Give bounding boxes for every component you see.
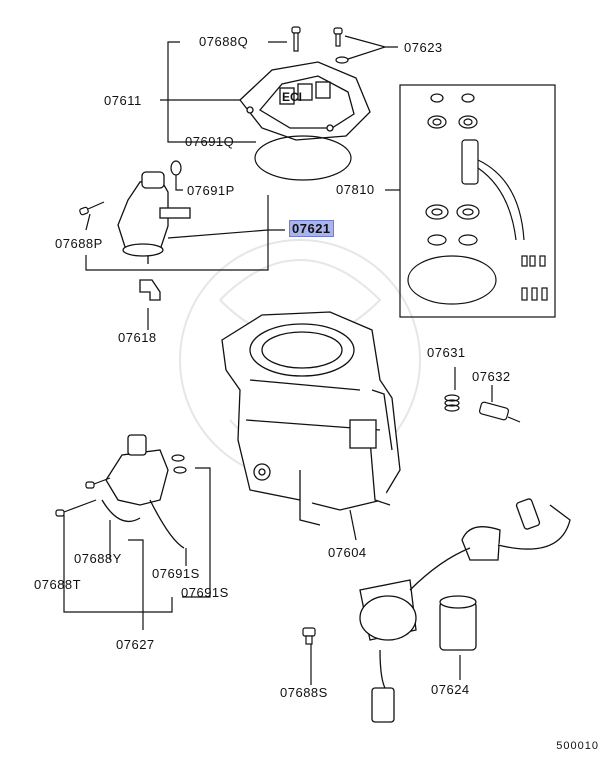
callout-07631: 07631 — [427, 345, 466, 360]
callout-07688t: 07688T — [34, 577, 82, 592]
harness-07624 — [359, 498, 571, 723]
callout-07688s: 07688S — [280, 685, 328, 700]
callout-07691q: 07691Q — [185, 134, 235, 149]
oring-07691p — [170, 160, 182, 176]
eci-cover-07611: ECI — [239, 61, 371, 141]
callout-07691s-b: 07691S — [181, 585, 229, 600]
screw-07688q — [291, 26, 301, 52]
regulator-07621 — [117, 171, 191, 264]
callout-07691p: 07691P — [187, 183, 235, 198]
seal-kit-frame — [399, 84, 556, 318]
throttle-body-07604 — [221, 311, 401, 526]
callout-07611: 07611 — [104, 93, 142, 108]
seal-kit-07810 — [407, 93, 548, 305]
callout-07621[interactable]: 07621 — [289, 220, 334, 237]
callout-07688y: 07688Y — [74, 551, 122, 566]
callout-07691s-a: 07691S — [152, 566, 200, 581]
callout-07604: 07604 — [328, 545, 367, 560]
isc-valve-07627 — [101, 434, 185, 549]
screw-07688s — [302, 627, 316, 645]
cover-letter-e: ECI — [282, 90, 302, 104]
elbow-07618 — [139, 279, 161, 301]
callout-07632: 07632 — [472, 369, 511, 384]
leader-lines — [63, 35, 493, 685]
sensor-07632 — [478, 401, 521, 423]
screw-07688t — [55, 477, 111, 517]
spring-07631 — [444, 394, 460, 412]
callout-07810: 07810 — [336, 182, 375, 197]
diagram-code: 500010 — [556, 740, 599, 752]
callout-07688p: 07688P — [55, 236, 103, 251]
oring-07691s — [171, 454, 187, 474]
callout-07624: 07624 — [431, 682, 470, 697]
screw-07688p — [79, 201, 105, 216]
screw-07623 — [333, 27, 349, 64]
callout-07618: 07618 — [118, 330, 157, 345]
callout-07623: 07623 — [404, 40, 443, 55]
callout-07688q: 07688Q — [199, 34, 249, 49]
callout-07627: 07627 — [116, 637, 155, 652]
gasket-07691q — [254, 135, 352, 181]
